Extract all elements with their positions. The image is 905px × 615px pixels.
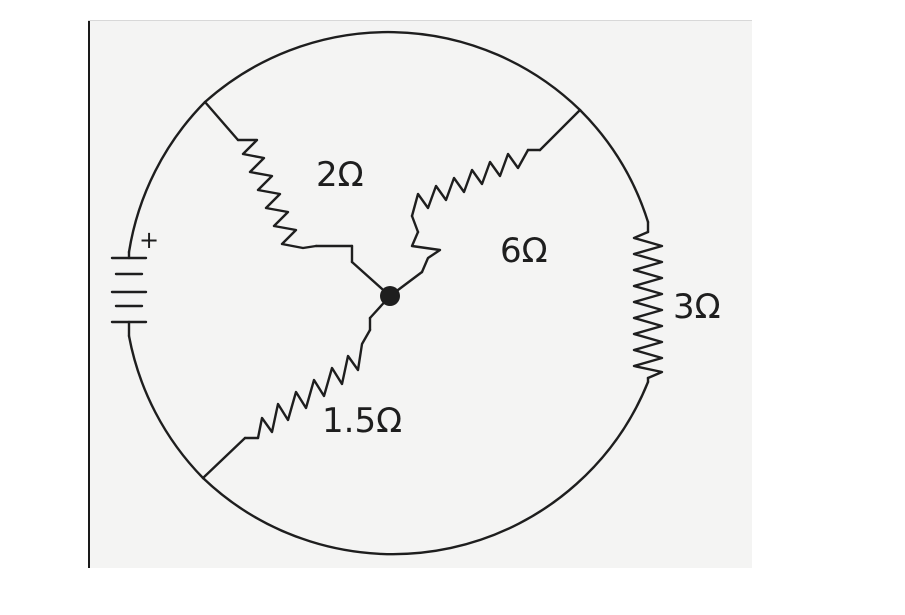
outer-loop-arc-right-top [578, 108, 650, 224]
outer-loop-arc-left-bottom [127, 334, 205, 480]
outer-loop-arc-right-bottom [201, 380, 650, 556]
outer-loop-arc-top [203, 30, 582, 112]
resistor-2-ohm-label: 2Ω [316, 155, 364, 195]
battery-positive-label: + [139, 226, 159, 254]
outer-loop-arc-left-top [127, 100, 207, 254]
resistor-3-ohm [632, 220, 664, 384]
diagram-panel [88, 20, 752, 568]
panel-top-edge [88, 20, 752, 21]
junction-node [380, 286, 400, 306]
resistor-6-ohm-label: 6Ω [500, 231, 548, 271]
resistor-2-ohm [203, 100, 392, 298]
resistor-6-ohm [388, 108, 582, 298]
resistor-1-5-ohm [201, 294, 392, 480]
resistor-1-5-ohm-label: 1.5Ω [322, 401, 402, 441]
battery [110, 250, 148, 338]
resistor-3-ohm-label: 3Ω [673, 287, 721, 327]
